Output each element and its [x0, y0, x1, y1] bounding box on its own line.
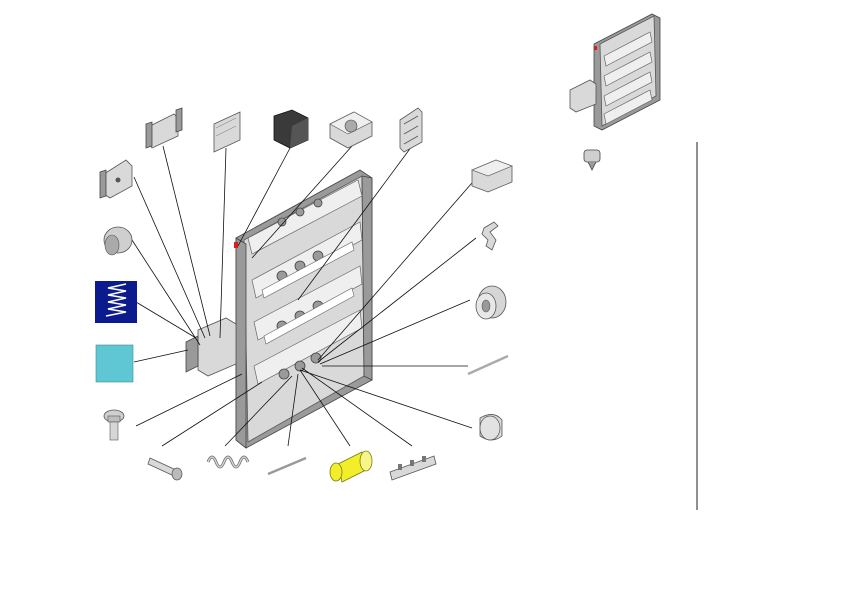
rod-part: [467, 354, 509, 376]
block-top-part: [273, 109, 309, 149]
sleeve-highlight-part: [329, 450, 373, 483]
clip-part: [481, 221, 499, 251]
bolt-part: [147, 457, 183, 481]
latch-part: [475, 285, 507, 320]
contact-strip-part: [389, 455, 437, 481]
rail-top-part: [399, 107, 423, 153]
rack-shelf: [253, 309, 363, 385]
bracket-top-part: [145, 107, 183, 149]
knob-part: [103, 226, 133, 256]
rack-shelf: [253, 265, 363, 345]
roller-part: [471, 159, 513, 193]
leader-lines: [131, 145, 479, 447]
plate-top-part: [213, 111, 241, 153]
fan-block-top-part: [329, 111, 373, 149]
spring-tile: [95, 281, 137, 323]
plain-tile: [95, 344, 134, 383]
pin-part: [267, 456, 307, 476]
bracket-left-part: [99, 159, 133, 199]
valve-detail-part: [583, 149, 601, 171]
assembly-preview: [569, 13, 661, 131]
rack-shelf: [247, 179, 363, 255]
coil-spring-part: [206, 455, 250, 469]
ring-part: [479, 414, 503, 441]
screw-part: [103, 409, 125, 441]
main-rack-assembly: [185, 169, 373, 449]
